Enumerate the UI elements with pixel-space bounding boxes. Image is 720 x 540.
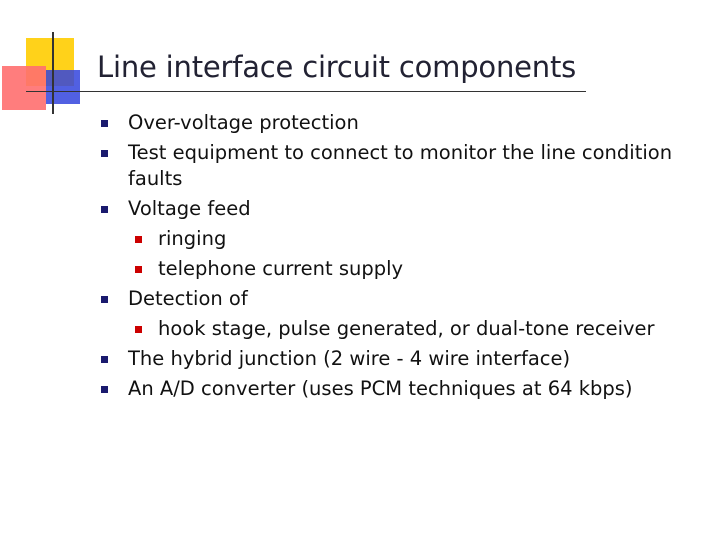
sub-bullet-item: hook stage, pulse generated, or dual-ton…: [101, 314, 688, 344]
bullet-text: Test equipment to connect to monitor the…: [128, 141, 673, 190]
bullet-item: The hybrid junction (2 wire - 4 wire int…: [101, 344, 688, 374]
bullet-list: Over-voltage protection Test equipment t…: [101, 108, 688, 404]
bullet-item: Detection of: [101, 284, 688, 314]
title-underline: [26, 91, 586, 92]
blue-square-shape: [46, 70, 80, 104]
sub-bullet-text: hook stage, pulse generated, or dual-ton…: [158, 317, 655, 340]
bullet-text: Detection of: [128, 287, 248, 310]
sub-bullet-square-icon: [135, 326, 142, 333]
bullet-item: Over-voltage protection: [101, 108, 688, 138]
bullet-square-icon: [101, 296, 108, 303]
sub-bullet-square-icon: [135, 236, 142, 243]
bullet-square-icon: [101, 150, 108, 157]
bullet-item: Voltage feed: [101, 194, 688, 224]
bullet-square-icon: [101, 356, 108, 363]
sub-bullet-text: telephone current supply: [158, 257, 404, 280]
sub-bullet-item: telephone current supply: [101, 254, 688, 284]
bullet-item: An A/D converter (uses PCM techniques at…: [101, 374, 688, 404]
vertical-rule: [52, 32, 54, 114]
bullet-square-icon: [101, 120, 108, 127]
slide-decoration: [0, 0, 100, 120]
sub-bullet-text: ringing: [158, 227, 227, 250]
bullet-text: Over-voltage protection: [128, 111, 359, 134]
bullet-square-icon: [101, 206, 108, 213]
bullet-text: The hybrid junction (2 wire - 4 wire int…: [128, 347, 571, 370]
sub-bullet-item: ringing: [101, 224, 688, 254]
slide-title: Line interface circuit components: [97, 50, 577, 84]
bullet-item: Test equipment to connect to monitor the…: [101, 138, 688, 194]
sub-bullet-square-icon: [135, 266, 142, 273]
red-square-shape: [2, 66, 46, 110]
bullet-text: Voltage feed: [128, 197, 251, 220]
bullet-square-icon: [101, 386, 108, 393]
bullet-text: An A/D converter (uses PCM techniques at…: [128, 377, 633, 400]
